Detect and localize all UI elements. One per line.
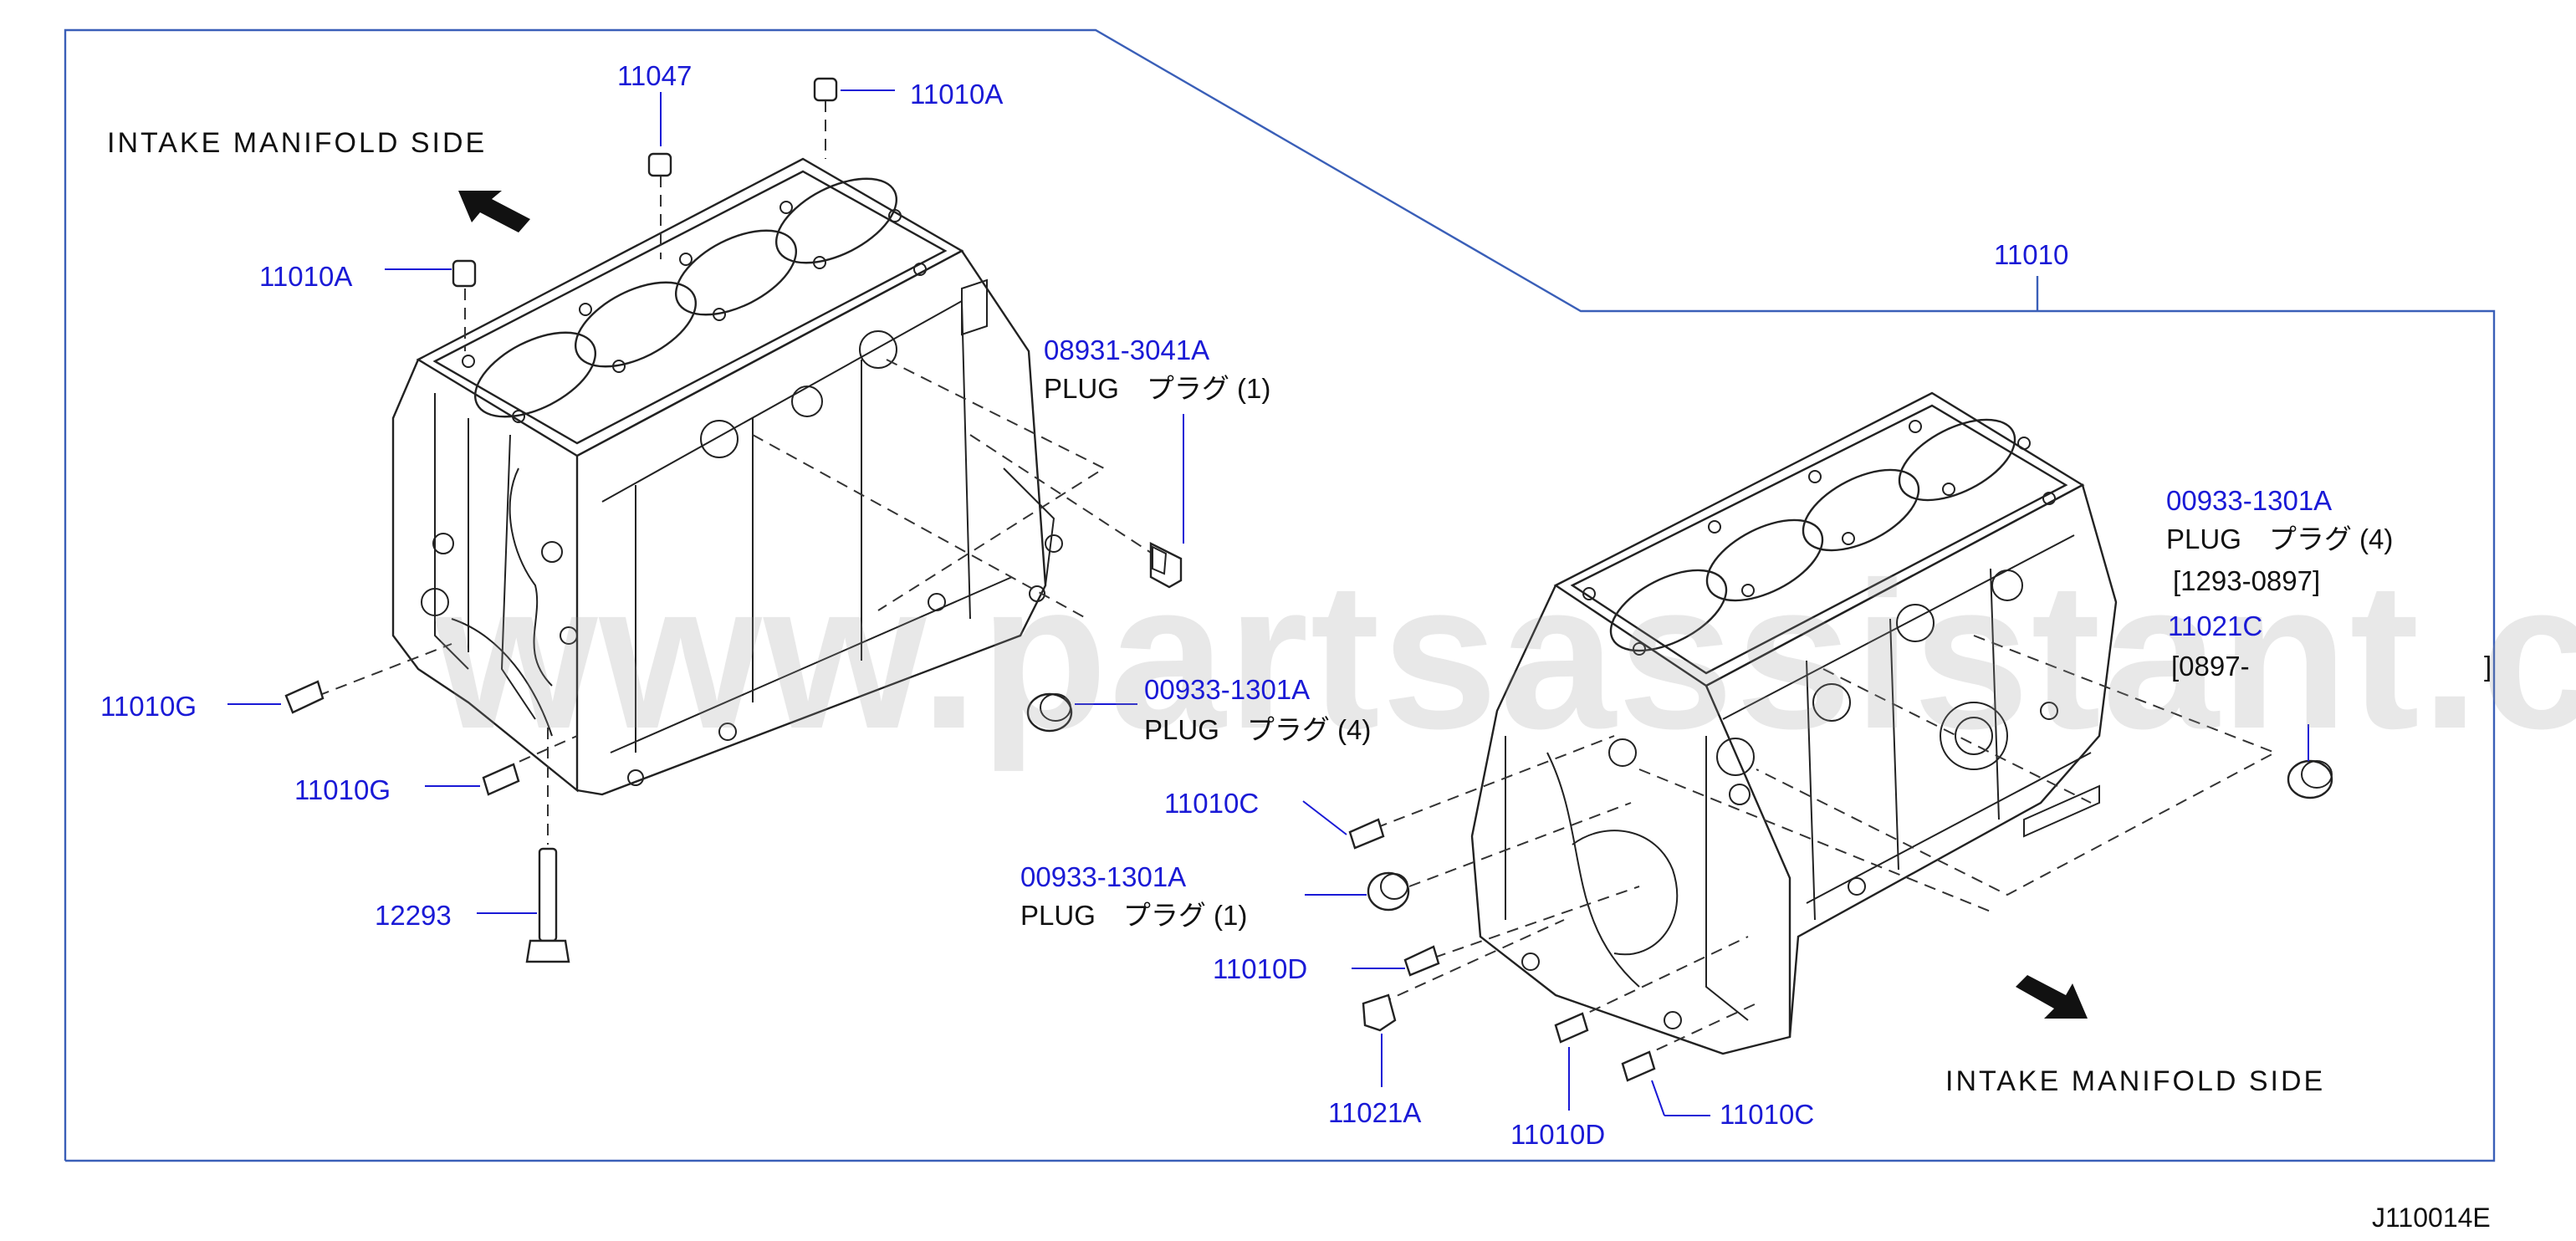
part-11047[interactable]: 11047: [617, 60, 693, 91]
part-00933-1301A-right[interactable]: 00933-1301A: [2166, 485, 2333, 516]
right-engine-block: [1470, 391, 2118, 1055]
left-direction-label: INTAKE MANIFOLD SIDE: [107, 127, 488, 159]
part-00933-left-desc: PLUG プラグ (4): [1144, 714, 1372, 745]
part-11021A[interactable]: 11021A: [1328, 1097, 1422, 1128]
part-00933-1301A-left[interactable]: 00933-1301A: [1144, 674, 1311, 705]
part-08931-3041A[interactable]: 08931-3041A: [1044, 335, 1210, 365]
arrow-icon-right: [2016, 975, 2088, 1019]
diagram-code: J110014E: [2372, 1203, 2491, 1233]
part-11010G-1[interactable]: 11010G: [100, 691, 197, 722]
part-11010A-left[interactable]: 11010A: [259, 261, 353, 292]
part-11021C-range-end: ]: [2484, 651, 2492, 682]
part-11010A-top[interactable]: 11010A: [910, 79, 1004, 110]
right-small-parts: [1348, 759, 2333, 1082]
part-00933-lower-desc: PLUG プラグ (1): [1020, 900, 1248, 931]
part-11010G-2[interactable]: 11010G: [294, 774, 391, 805]
part-00933-right-range: [1293-0897]: [2173, 565, 2321, 596]
part-11010D-1[interactable]: 11010D: [1213, 953, 1308, 984]
part-08931-desc: PLUG プラグ (1): [1044, 373, 1271, 404]
assembly-frame: [64, 28, 2496, 1162]
left-engine-block: [391, 157, 1063, 796]
part-00933-right-desc: PLUG プラグ (4): [2166, 523, 2394, 554]
part-11010C-2[interactable]: 11010C: [1720, 1099, 1815, 1130]
left-small-parts: [284, 77, 1183, 963]
part-11010D-2[interactable]: 11010D: [1510, 1119, 1606, 1150]
part-11010C-1[interactable]: 11010C: [1164, 788, 1260, 819]
part-11021C-range: [0897-: [2171, 651, 2250, 682]
right-direction-label: INTAKE MANIFOLD SIDE: [1945, 1065, 2326, 1097]
arrow-icon-left: [458, 191, 530, 232]
part-12293[interactable]: 12293: [375, 900, 452, 931]
part-00933-1301A-lower[interactable]: 00933-1301A: [1020, 861, 1187, 892]
part-11021C[interactable]: 11021C: [2168, 610, 2263, 641]
part-11010-assembly[interactable]: 11010: [1994, 239, 2069, 270]
